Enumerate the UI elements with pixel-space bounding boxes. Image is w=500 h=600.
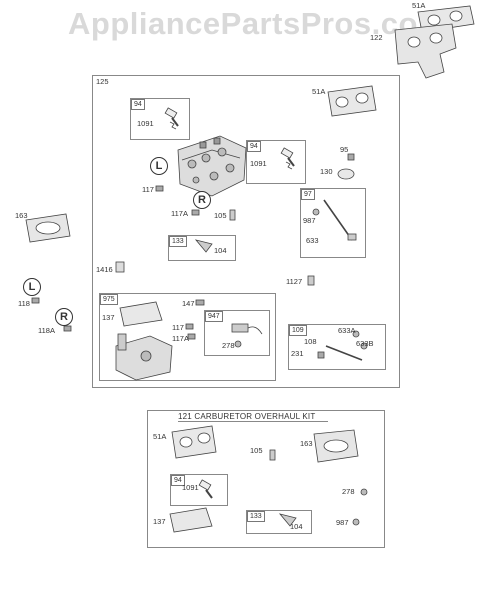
callout-633[interactable]: 633 <box>306 236 319 245</box>
tag-109[interactable]: 109 <box>289 325 307 336</box>
tag-133[interactable]: 133 <box>169 236 187 247</box>
kit-title-underline <box>178 421 328 422</box>
spacer-1416[interactable] <box>115 261 125 273</box>
kit-lever-133[interactable] <box>278 513 297 527</box>
lever-133[interactable] <box>194 239 213 253</box>
callout-1127[interactable]: 1127 <box>286 277 303 286</box>
kit-callout-105[interactable]: 105 <box>250 446 263 455</box>
callout-117a[interactable]: 117A <box>171 209 188 218</box>
kit-callout-51a[interactable]: 51A <box>153 432 167 441</box>
kit-gasket-51a[interactable] <box>171 425 217 459</box>
kit-tag-94[interactable]: 94 <box>171 475 185 486</box>
needle-valve-94-a[interactable] <box>164 107 179 130</box>
solenoid-947[interactable] <box>231 323 263 335</box>
callout-130[interactable]: 130 <box>320 167 333 176</box>
throttle-shaft-97[interactable] <box>312 199 357 241</box>
needle-valve-94-b[interactable] <box>280 147 295 170</box>
callout-278[interactable]: 278 <box>222 341 235 350</box>
gasket-137[interactable] <box>119 301 163 327</box>
kit-seal-987[interactable] <box>352 518 360 526</box>
carburetor-body[interactable] <box>177 135 247 197</box>
callout-147[interactable]: 147 <box>182 299 195 308</box>
callout-105[interactable]: 105 <box>214 211 227 220</box>
gasket-163[interactable] <box>25 213 71 243</box>
callout-633b[interactable]: 633B <box>356 339 374 348</box>
callout-117-b[interactable]: 117 <box>172 323 184 332</box>
kit-subbox-133 <box>246 510 312 534</box>
kit-callout-1091[interactable]: 1091 <box>182 483 199 492</box>
subbox-94-b <box>246 140 306 184</box>
callout-108[interactable]: 108 <box>304 337 317 346</box>
fitting-1127[interactable] <box>307 275 315 286</box>
gasket-122[interactable] <box>394 23 457 79</box>
callout-633a[interactable]: 633A <box>338 326 356 335</box>
right-marker-side: R <box>55 308 73 326</box>
callout-987[interactable]: 987 <box>303 216 316 225</box>
right-marker-top: R <box>193 191 211 209</box>
callout-51a-mid[interactable]: 51A <box>312 87 326 96</box>
callout-125[interactable]: 125 <box>96 77 109 86</box>
callout-117[interactable]: 117 <box>142 185 154 194</box>
kit-gasket-137[interactable] <box>169 507 213 533</box>
callout-1091-b[interactable]: 1091 <box>250 159 267 168</box>
float-bowl-975[interactable] <box>115 333 173 381</box>
kit-tag-133[interactable]: 133 <box>247 511 265 522</box>
screw-117[interactable] <box>155 185 164 192</box>
callout-163[interactable]: 163 <box>15 211 28 220</box>
watermark: AppliancePartsPros.com <box>68 6 446 41</box>
washer-278[interactable] <box>234 340 242 348</box>
subbox-97 <box>300 188 366 258</box>
subbox-109 <box>288 324 386 370</box>
callout-1416[interactable]: 1416 <box>96 265 113 274</box>
callout-118[interactable]: 118 <box>18 299 30 308</box>
left-marker-side: L <box>23 278 41 296</box>
callout-122[interactable]: 122 <box>370 33 383 42</box>
screw-118a[interactable] <box>63 325 72 332</box>
subbox-133 <box>168 235 236 261</box>
kit-subbox-94 <box>170 474 228 506</box>
plate-130[interactable] <box>337 168 355 180</box>
screw-118[interactable] <box>31 297 40 304</box>
kit-callout-163[interactable]: 163 <box>300 439 313 448</box>
callout-51a-top[interactable]: 51A <box>412 1 426 10</box>
main-assembly-frame <box>92 75 400 388</box>
kit-callout-987[interactable]: 987 <box>336 518 349 527</box>
screw-117a-b[interactable] <box>187 333 196 340</box>
screw-95[interactable] <box>347 153 355 161</box>
kit-needle-valve-94[interactable] <box>198 479 213 499</box>
tag-94-a[interactable]: 94 <box>131 99 145 110</box>
tag-94-b[interactable]: 94 <box>247 141 261 152</box>
callout-95[interactable]: 95 <box>340 145 349 154</box>
kit-washer-278[interactable] <box>360 488 368 496</box>
callout-117a-b[interactable]: 117A <box>172 334 189 343</box>
callout-231[interactable]: 231 <box>291 349 304 358</box>
kit-callout-137[interactable]: 137 <box>153 517 166 526</box>
kit-callout-104[interactable]: 104 <box>290 522 303 531</box>
callout-137[interactable]: 137 <box>102 313 115 322</box>
subbox-94-a <box>130 98 190 140</box>
tag-97[interactable]: 97 <box>301 189 315 200</box>
callout-104[interactable]: 104 <box>214 246 227 255</box>
linkage-109[interactable] <box>317 330 368 361</box>
gasket-51a-top[interactable] <box>417 5 475 33</box>
nozzle-105[interactable] <box>229 209 236 221</box>
subbox-975 <box>99 293 276 381</box>
kit-callout-278[interactable]: 278 <box>342 487 355 496</box>
subbox-947 <box>204 310 270 356</box>
kit-frame <box>147 410 385 548</box>
kit-nozzle-105[interactable] <box>269 449 276 461</box>
tag-975[interactable]: 975 <box>100 294 118 305</box>
tag-947[interactable]: 947 <box>205 311 223 322</box>
left-marker-top: L <box>150 157 168 175</box>
kit-title: 121 CARBURETOR OVERHAUL KIT <box>178 412 316 421</box>
screw-147[interactable] <box>195 299 205 306</box>
callout-1091-a[interactable]: 1091 <box>137 119 154 128</box>
kit-gasket-163[interactable] <box>313 429 359 463</box>
screw-117a[interactable] <box>191 209 200 216</box>
callout-118a[interactable]: 118A <box>38 326 55 335</box>
gasket-51a-mid[interactable] <box>327 85 377 117</box>
screw-117-b[interactable] <box>185 323 194 330</box>
